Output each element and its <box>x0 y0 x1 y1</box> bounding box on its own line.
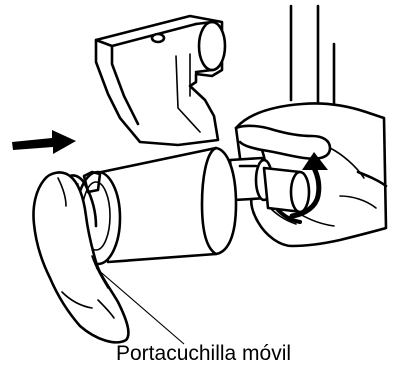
right-arrow-icon <box>12 130 76 154</box>
machine-frame <box>291 6 334 104</box>
knife-holder-arm <box>96 16 225 145</box>
part-caption: Portacuchilla móvil <box>116 341 291 367</box>
movable-knife-holder <box>73 148 236 264</box>
